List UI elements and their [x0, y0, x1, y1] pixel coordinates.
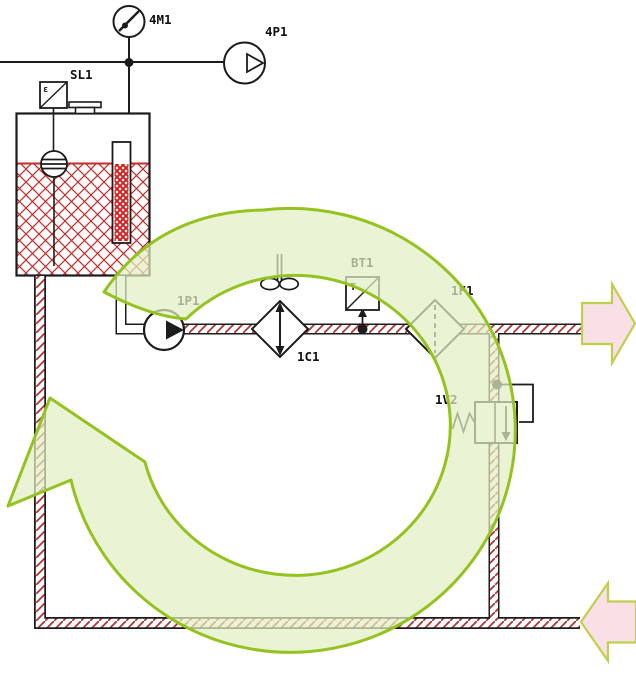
air-line	[0, 37, 224, 113]
level-sensor-symbol: ε	[43, 85, 48, 95]
strainer-media	[114, 164, 129, 241]
pump-1P1	[142, 308, 186, 352]
level-switch-SL1: ε	[39, 81, 68, 109]
air-source-triangle	[246, 52, 265, 74]
cooler-arrowhead-down	[275, 346, 285, 356]
level-switch-diagonal	[39, 81, 68, 109]
label-1C1: 1C1	[297, 349, 320, 364]
tank-reservoir	[15, 101, 151, 277]
pump-flow-triangle	[166, 320, 184, 340]
bt1-arrowhead-up	[358, 308, 367, 317]
circulation-arrow-overlay	[6, 206, 517, 654]
suction-strainer-tube	[111, 141, 132, 244]
breather-cap	[68, 101, 102, 115]
float-lines	[41, 158, 67, 170]
pressure-gauge-4M1	[112, 5, 146, 38]
junction-dot-bt1	[357, 324, 368, 334]
supply-port-arrow-right	[580, 279, 636, 368]
air-source-circle	[223, 41, 266, 85]
float-switch	[40, 108, 68, 266]
cooler-arrowhead-up	[275, 302, 285, 312]
pilot-line	[497, 383, 534, 423]
label-4M1: 4M1	[149, 12, 172, 27]
cooler-1C1	[250, 254, 310, 359]
return-port-arrow-left	[579, 579, 636, 665]
label-SL1: SL1	[70, 67, 93, 82]
gauge-needle	[118, 10, 140, 32]
air-source-4P1	[223, 41, 266, 85]
junction-dot-air	[124, 58, 134, 67]
label-4P1: 4P1	[265, 24, 288, 39]
gauge-hub	[122, 22, 128, 29]
